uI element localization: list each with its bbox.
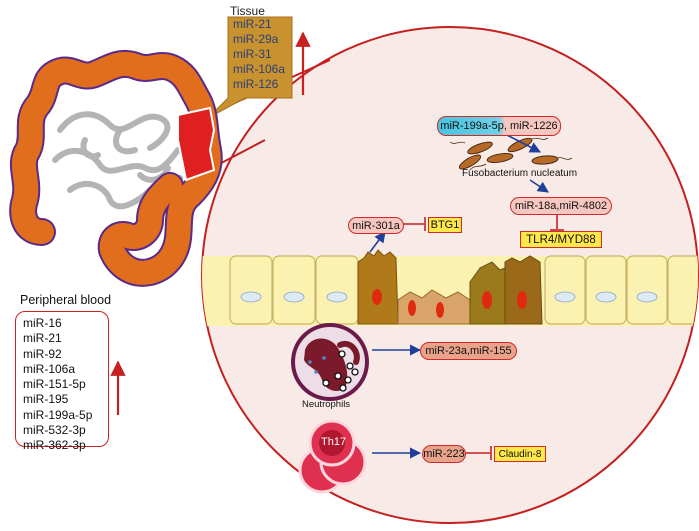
mir18a-pill: miR-18a,miR-4802 xyxy=(510,197,612,215)
tissue-mirna: miR-31 xyxy=(233,47,272,61)
tissue-title: Tissue xyxy=(230,4,265,18)
blood-mirna: miR-362-3p xyxy=(23,438,86,453)
peripheral-blood-box xyxy=(15,311,109,447)
blood-mirna: miR-16 xyxy=(23,316,62,330)
claudin8-gene: Claudin-8 xyxy=(494,446,546,462)
tissue-mirna: miR-126 xyxy=(233,77,279,91)
th17-icon xyxy=(298,419,367,494)
inhibit-mir223-claudin8 xyxy=(465,446,492,460)
blood-mirna: miR-151-5p xyxy=(23,377,86,392)
neutrophil-icon xyxy=(291,323,369,401)
blood-mirna: miR-195 xyxy=(23,392,69,407)
colon xyxy=(9,49,223,287)
inhibit-mir301a-btg1 xyxy=(402,217,426,231)
tissue-mirna: miR-106a xyxy=(233,62,286,76)
arrow-bacteria-to-mir18a xyxy=(529,179,549,193)
inhibit-mir18a-tlr4 xyxy=(550,213,564,231)
blood-mirna: miR-21 xyxy=(23,331,62,346)
mir223-pill: miR-223 xyxy=(422,445,466,463)
tissue-callout xyxy=(207,16,293,119)
th17-label: Th17 xyxy=(321,436,347,448)
tissue-mirna-list: miR-21 miR-29a miR-31 miR-106a miR-126 xyxy=(233,17,285,92)
bacteria-icon xyxy=(458,137,559,170)
tissue-mirna: miR-21 xyxy=(233,17,272,31)
neutrophils-label: Neutrophils xyxy=(302,399,351,410)
mir301a-pill: miR-301a xyxy=(348,217,404,234)
tissue-mirna: miR-29a xyxy=(233,32,279,46)
blood-mirna: miR-199a-5p xyxy=(23,407,93,422)
blood-mirna: miR-106a xyxy=(23,361,76,376)
peripheral-blood-title: Peripheral blood xyxy=(20,293,112,307)
peripheral-blood-mirna-list: miR-16 miR-21 miR-92 miR-106a miR-151-5p… xyxy=(23,316,92,454)
fuso-mirna-pill: miR-199a-5p, miR-1226 xyxy=(437,116,561,136)
arrow-epithelium-to-mir301a xyxy=(369,231,386,253)
epithelium xyxy=(202,249,698,326)
fusobacterium-label: Fusobacterium nucleatum xyxy=(462,168,578,179)
lesion xyxy=(177,106,216,182)
blood-mirna: miR-92 xyxy=(23,346,62,361)
neutrophil-mirna-pill: miR-23a,miR-155 xyxy=(420,342,517,360)
blood-mirna: miR-532-3p xyxy=(23,423,86,438)
arrow-fuso-mirs-to-bacteria xyxy=(504,133,541,153)
tlr4-gene: TLR4/MYD88 xyxy=(520,231,602,248)
btg1-gene: BTG1 xyxy=(428,217,462,233)
